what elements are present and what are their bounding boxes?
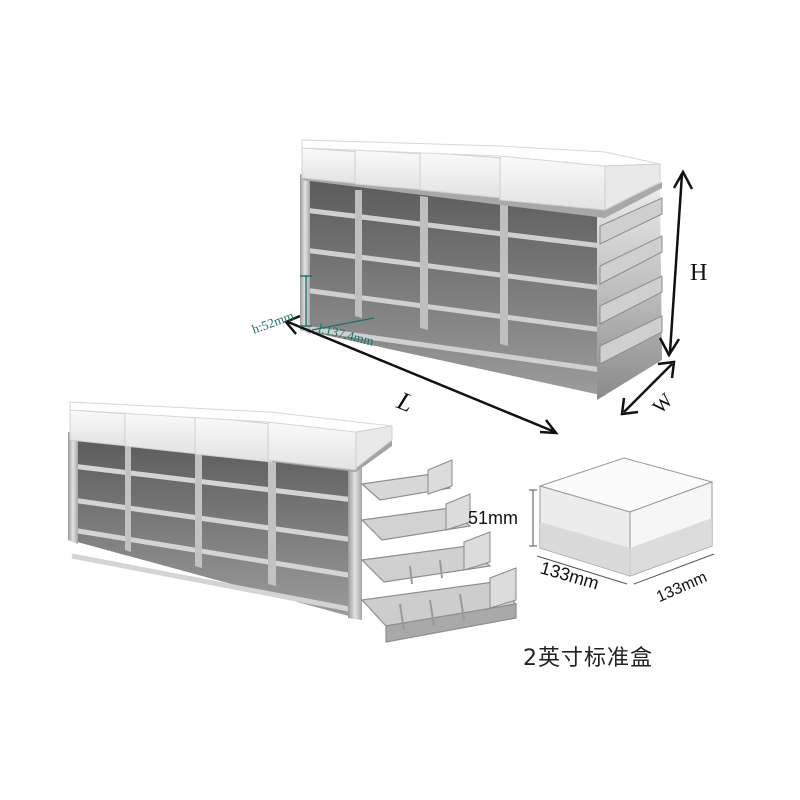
top-rack-body	[302, 176, 605, 396]
standard-box	[538, 457, 714, 577]
inner-height-label: h:52mm	[250, 308, 296, 337]
height-dimension	[658, 169, 694, 358]
top-rack-drawer-handles	[599, 197, 663, 365]
width-dimension	[620, 360, 676, 416]
bottom-rack	[68, 401, 518, 643]
box-caption: 2英寸标准盒	[523, 646, 653, 671]
top-rack-boxes	[301, 139, 661, 211]
width-symbol: W	[649, 389, 678, 418]
box-bottom-band	[540, 518, 712, 576]
box-width-label: 133mm	[654, 569, 710, 606]
box-dimension-lines	[529, 489, 715, 585]
top-rack-shelves	[303, 207, 603, 373]
pulled-drawers	[360, 473, 518, 643]
drawer-slot-dividers	[399, 559, 465, 631]
height-symbol: H	[690, 260, 707, 286]
length-dimension	[283, 314, 559, 435]
bottom-rack-dividers	[125, 446, 276, 586]
bottom-rack-boxes	[69, 401, 393, 471]
top-rack-left-post	[300, 174, 310, 334]
box-height-label: 51mm	[468, 508, 518, 528]
top-rack-dividers	[355, 190, 508, 346]
inner-dimension-marks	[300, 275, 375, 331]
length-symbol: L	[392, 385, 417, 418]
bottom-rack-shelves	[71, 463, 355, 613]
bottom-rack-left-post	[68, 432, 78, 544]
bottom-rack-right-post	[348, 460, 362, 620]
bottom-rack-body	[70, 434, 356, 618]
drawer-handles	[427, 459, 517, 609]
top-rack	[300, 139, 663, 400]
